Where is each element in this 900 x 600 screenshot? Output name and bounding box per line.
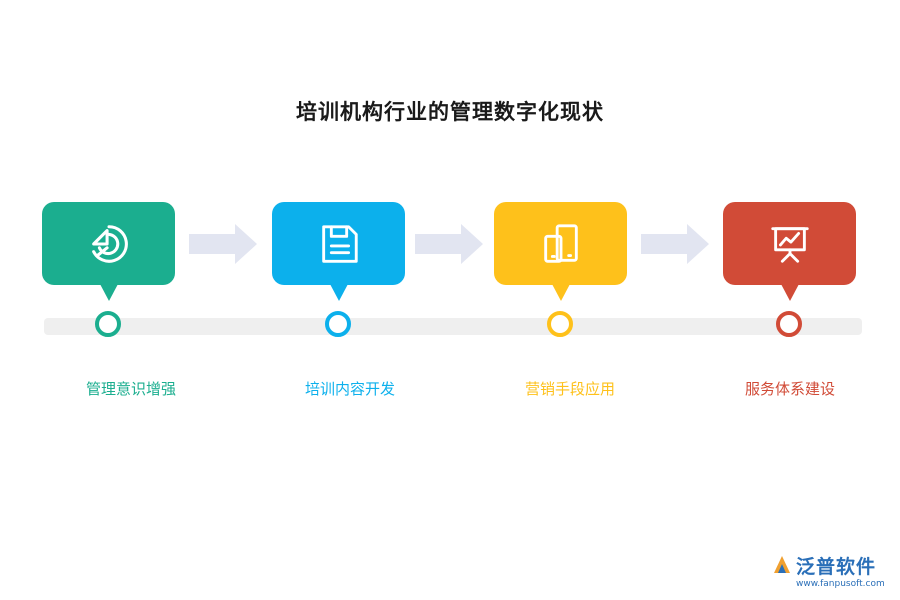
arrow-right-icon	[641, 224, 709, 264]
page-title: 培训机构行业的管理数字化现状	[296, 99, 604, 124]
devices-icon	[543, 223, 578, 263]
step-label: 营销手段应用	[524, 380, 615, 398]
timeline-track	[44, 318, 862, 335]
brand-name: 泛普软件	[796, 556, 877, 578]
step-card-service	[723, 202, 856, 301]
arrow-right-icon	[415, 224, 483, 264]
presentation-chart-icon	[770, 226, 809, 263]
step-card-content	[272, 202, 405, 301]
timeline-dot	[547, 311, 573, 337]
brand-url: www.fanpusoft.com	[796, 579, 885, 589]
step-label: 管理意识增强	[85, 380, 176, 398]
chart-pie-icon	[91, 224, 128, 263]
step-label: 培训内容开发	[304, 380, 395, 398]
save-icon	[321, 224, 358, 263]
brand-mark-icon	[774, 556, 790, 573]
timeline-dot	[325, 311, 351, 337]
step-card-marketing	[494, 202, 627, 301]
timeline-dot	[95, 311, 121, 337]
timeline-dot	[776, 311, 802, 337]
step-card-management	[42, 202, 175, 301]
brand-logo: 泛普软件 www.fanpusoft.com	[770, 552, 894, 596]
arrow-right-icon	[189, 224, 257, 264]
step-label: 服务体系建设	[744, 380, 835, 398]
